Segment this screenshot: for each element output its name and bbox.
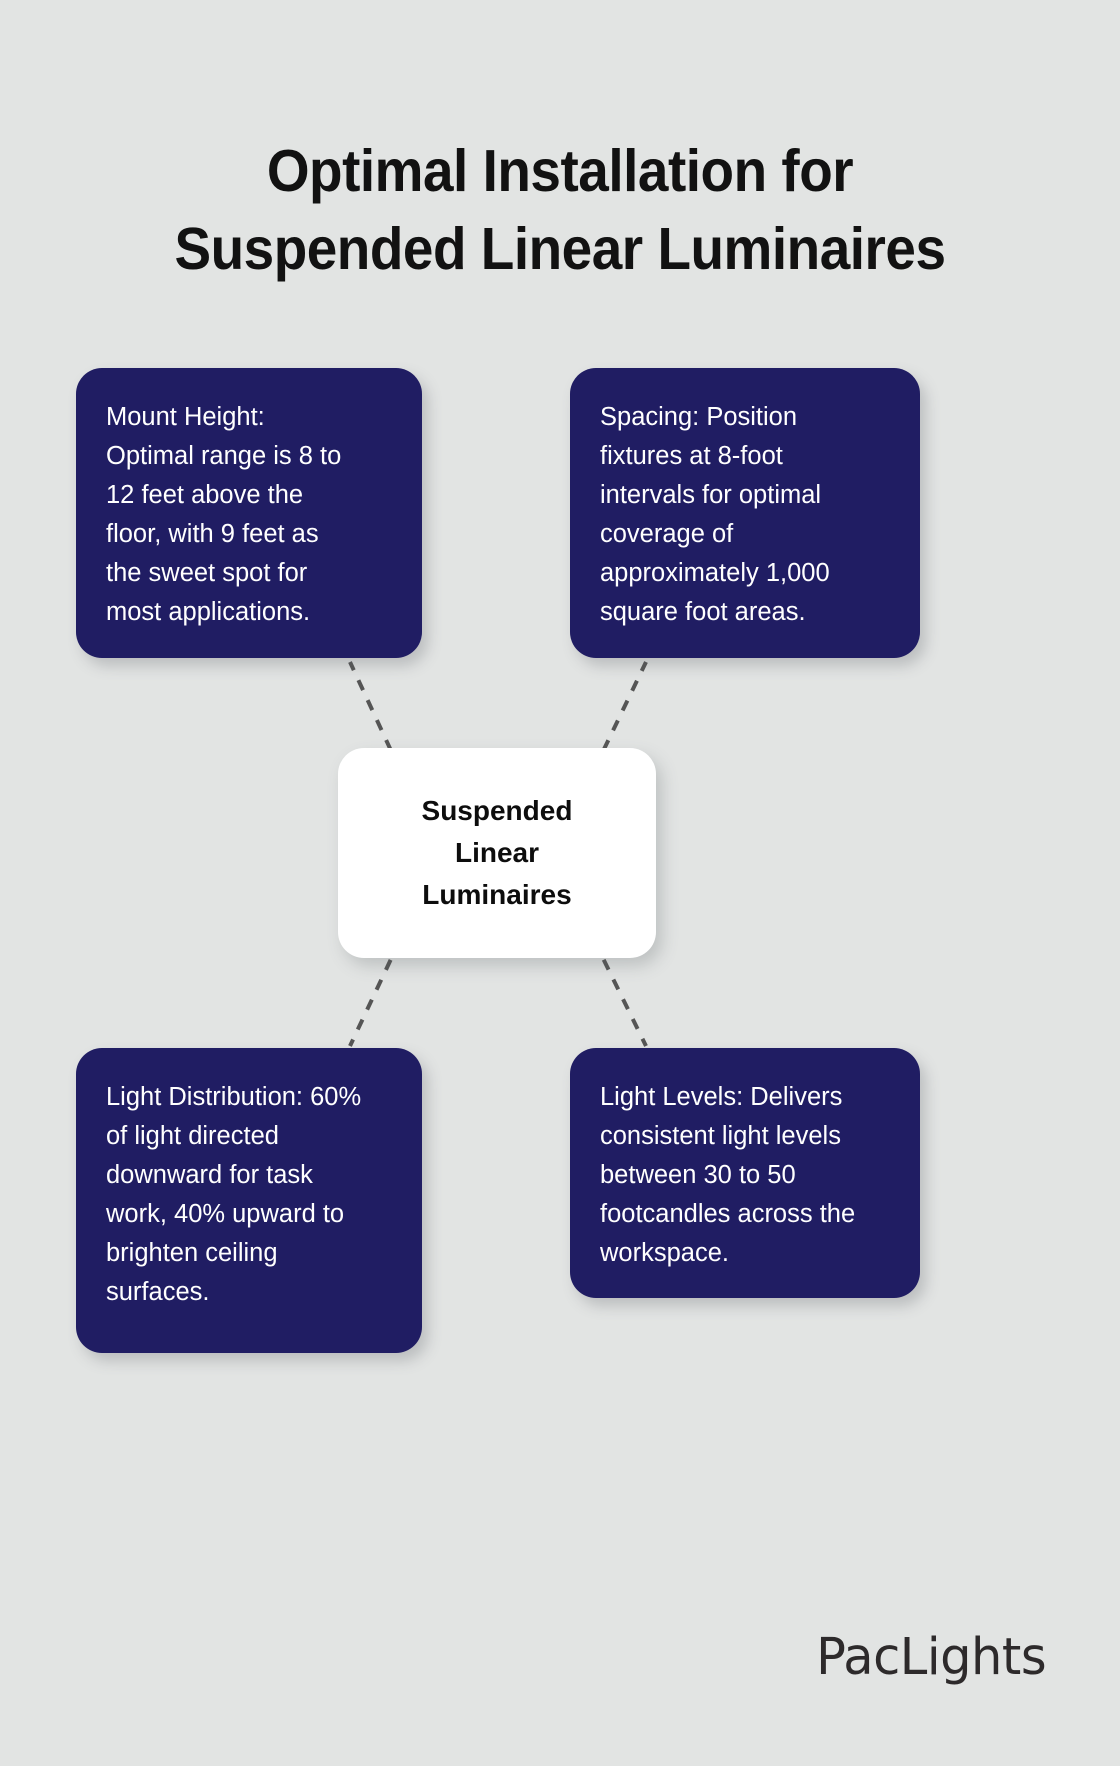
- card-spacing-text: Spacing: Position fixtures at 8-foot int…: [600, 403, 830, 626]
- card-light-distribution-text: Light Distribution: 60% of light directe…: [106, 1083, 362, 1306]
- page-title-line-2: Suspended Linear Luminaires: [174, 215, 946, 282]
- page-title: Optimal Installation for Suspended Linea…: [39, 132, 1081, 288]
- page-title-line-1: Optimal Installation for: [266, 137, 854, 204]
- paclights-logo: PacLights: [816, 1628, 1046, 1687]
- card-light-levels[interactable]: Light Levels: Delivers consistent light …: [570, 1048, 920, 1298]
- card-spacing[interactable]: Spacing: Position fixtures at 8-foot int…: [570, 368, 920, 658]
- center-node-label: Suspended Linear Luminaires: [421, 795, 573, 910]
- card-mount-height[interactable]: Mount Height: Optimal range is 8 to 12 f…: [76, 368, 422, 658]
- card-light-distribution[interactable]: Light Distribution: 60% of light directe…: [76, 1048, 422, 1353]
- card-mount-height-text: Mount Height: Optimal range is 8 to 12 f…: [106, 403, 342, 626]
- card-light-levels-text: Light Levels: Delivers consistent light …: [600, 1083, 856, 1267]
- center-node-suspended-linear-luminaires[interactable]: Suspended Linear Luminaires: [338, 748, 656, 958]
